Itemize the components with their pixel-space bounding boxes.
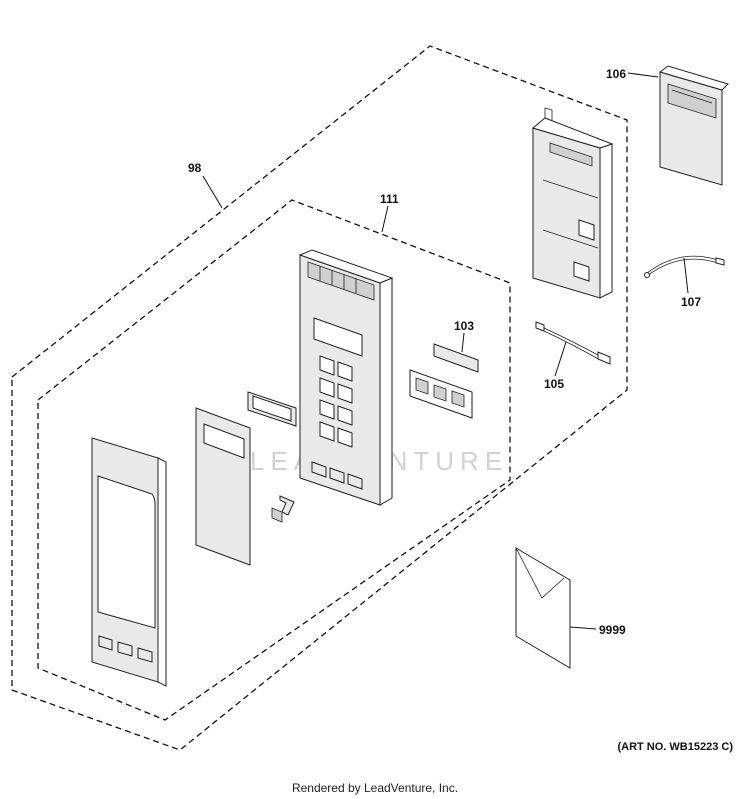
leader-105 bbox=[554, 341, 567, 377]
assembly-98-boundary bbox=[11, 45, 628, 751]
leader-111 bbox=[381, 205, 389, 233]
footer-credit: Rendered by LeadVenture, Inc. bbox=[292, 781, 458, 795]
callout-105: 105 bbox=[544, 377, 564, 391]
callout-98: 98 bbox=[188, 161, 202, 175]
display-window-part bbox=[247, 391, 297, 427]
membrane-panel-part bbox=[195, 407, 251, 566]
control-panel-frame-part bbox=[298, 249, 394, 506]
callout-106: 106 bbox=[606, 67, 626, 81]
callout-9999: 9999 bbox=[599, 623, 626, 637]
literature-part-9999 bbox=[515, 547, 571, 669]
callout-107: 107 bbox=[681, 295, 701, 309]
leader-9999 bbox=[569, 626, 597, 630]
leader-98 bbox=[202, 175, 223, 209]
leader-103 bbox=[461, 332, 465, 353]
clip-part bbox=[271, 495, 295, 523]
wire-harness-part-105 bbox=[535, 321, 611, 365]
display-board-part-106 bbox=[658, 65, 729, 186]
callout-103: 103 bbox=[454, 319, 474, 333]
control-bracket-part bbox=[531, 107, 614, 299]
leader-107 bbox=[683, 257, 689, 294]
art-number: (ART NO. WB15223 C) bbox=[617, 741, 733, 753]
leader-106 bbox=[627, 72, 659, 78]
assembly-111-boundary bbox=[37, 199, 511, 721]
outer-faceplate-part bbox=[91, 437, 167, 687]
wire-part-107 bbox=[644, 255, 725, 278]
pcb-part-103 bbox=[409, 343, 479, 419]
callout-111: 111 bbox=[380, 192, 399, 206]
